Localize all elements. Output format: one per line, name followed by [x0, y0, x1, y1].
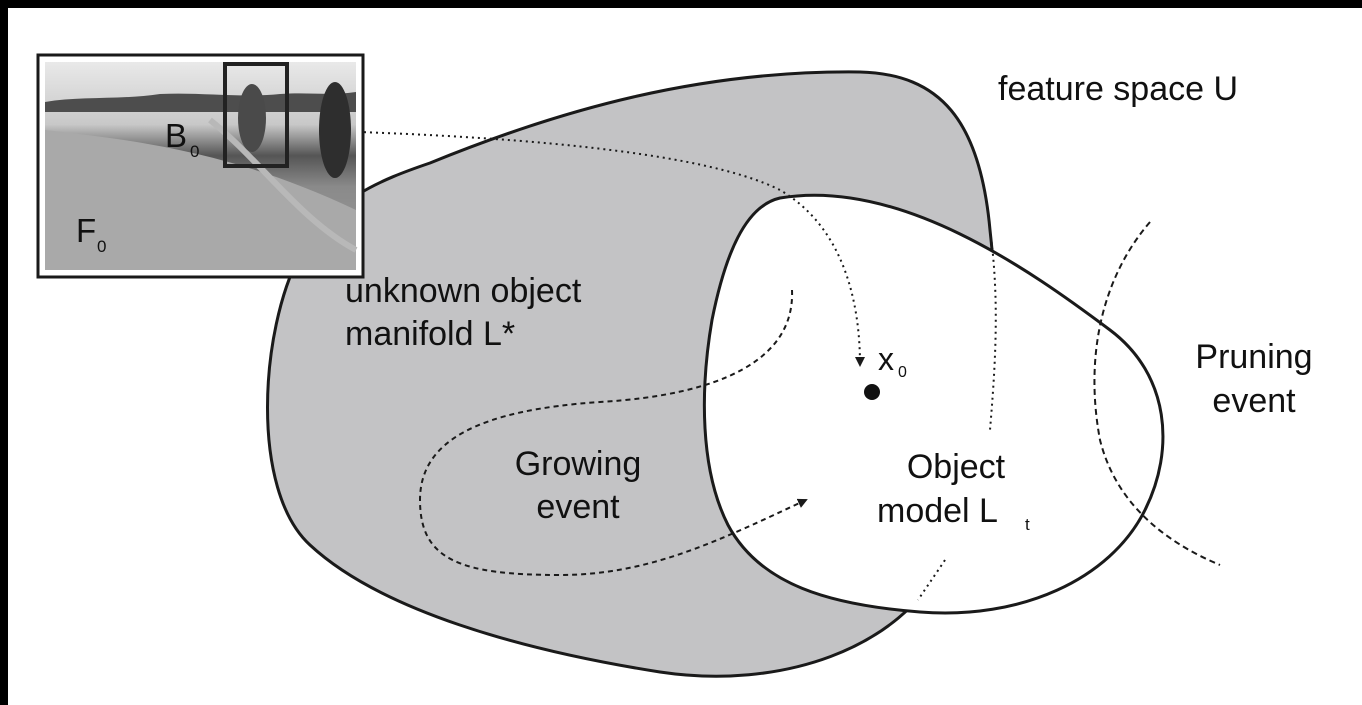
growing-arrow [418, 289, 808, 577]
pruning-arc [1093, 221, 1221, 566]
svg-text:x: x [878, 341, 894, 377]
svg-text:0: 0 [97, 237, 106, 256]
label-f0: F 0 [76, 212, 106, 256]
growing-event-label: Growing event [515, 445, 642, 526]
svg-text:model L: model L [877, 492, 998, 530]
svg-text:manifold L*: manifold L* [345, 315, 515, 353]
svg-text:unknown object: unknown object [345, 272, 582, 310]
svg-text:event: event [1212, 382, 1296, 420]
manifold-label: unknown object manifold L* [345, 272, 582, 353]
svg-text:Object: Object [907, 448, 1006, 486]
svg-text:B: B [165, 117, 187, 154]
x0-point [864, 384, 880, 400]
manifold-hidden-boundary-lower [917, 559, 946, 601]
manifold-hidden-boundary [989, 229, 997, 431]
diagram-canvas: B 0 F 0 feature space U unknown object m… [8, 8, 1362, 705]
pruning-event-label: Pruning event [1195, 338, 1312, 420]
x0-label: x 0 [878, 341, 907, 381]
svg-text:t: t [1025, 515, 1030, 534]
frame-image: B 0 F 0 [36, 53, 365, 279]
bounding-box [223, 62, 289, 168]
diagram-svg: B 0 F 0 feature space U unknown object m… [36, 53, 1313, 678]
object-model-label: Object model L t [877, 448, 1030, 534]
svg-text:Growing: Growing [515, 445, 642, 483]
label-b0: B 0 [165, 117, 199, 161]
feature-space-label: feature space U [998, 70, 1238, 108]
mapping-arrow [291, 129, 865, 367]
object-model-region [702, 193, 1165, 615]
svg-text:event: event [536, 488, 620, 526]
svg-text:0: 0 [190, 142, 199, 161]
svg-text:Pruning: Pruning [1195, 338, 1312, 376]
svg-text:F: F [76, 212, 96, 249]
svg-text:0: 0 [898, 364, 907, 381]
